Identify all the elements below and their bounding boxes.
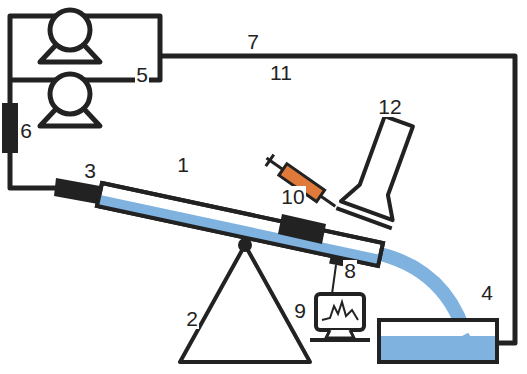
callout-number: 10 <box>280 186 305 207</box>
callout-number: 3 <box>83 160 97 181</box>
callout-number: 1 <box>176 154 190 175</box>
callout-number: 9 <box>293 300 307 321</box>
callout-number: 7 <box>246 31 260 52</box>
callout-number: 6 <box>19 120 33 141</box>
callout-number: 4 <box>480 282 494 303</box>
callout-number: 12 <box>377 96 402 117</box>
callout-number: 8 <box>343 260 357 281</box>
callout-number: 2 <box>185 308 199 329</box>
callout-number: 5 <box>135 64 149 85</box>
callout-number: 11 <box>269 62 293 83</box>
